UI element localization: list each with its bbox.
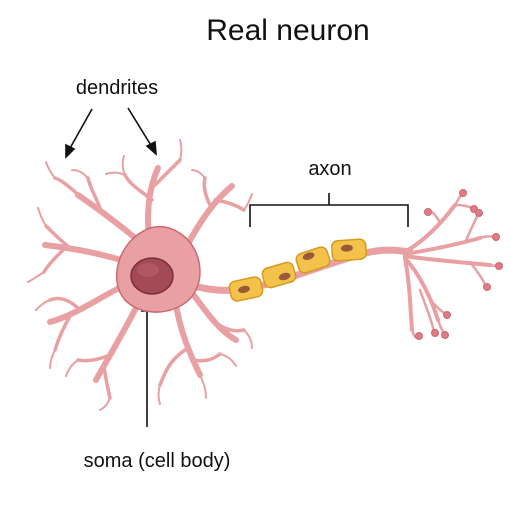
soma-label: soma (cell body): [84, 450, 231, 472]
axon-bracket: [249, 193, 409, 227]
axon-terminals: [403, 192, 500, 339]
terminal-boutons: [415, 189, 503, 340]
dendrites-arrows: [65, 107, 157, 159]
soma-arrow: [140, 298, 154, 427]
axon-label: axon: [308, 158, 351, 180]
dendrites-label: dendrites: [76, 77, 158, 99]
diagram-title: Real neuron: [206, 14, 369, 47]
neuron: [27, 139, 503, 411]
dendrite-branches: [27, 139, 253, 411]
myelin-sheaths: [228, 238, 368, 302]
